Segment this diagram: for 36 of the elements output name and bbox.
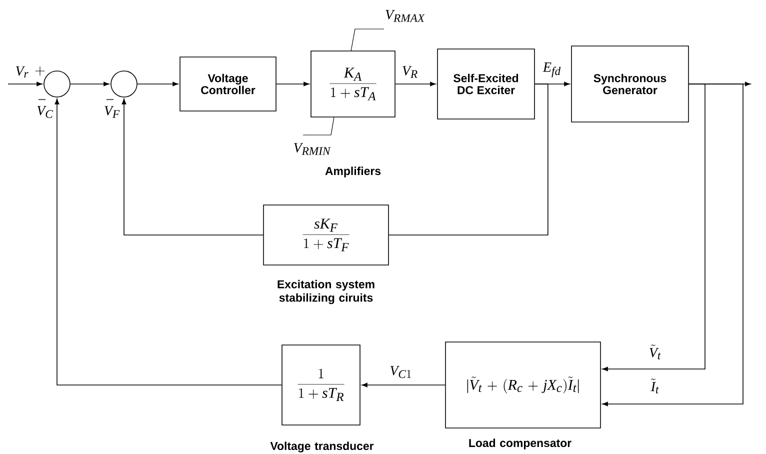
process-box: Self-Excited DC Exciter — [437, 48, 535, 120]
sum-junction — [110, 70, 138, 98]
transfer-function-box: $\frac{K_A}{1+sT_A}$ — [310, 50, 396, 118]
signal-label: $V_F$ — [104, 106, 120, 118]
block-caption: Excitation system stabilizing ciruits — [278, 280, 374, 304]
transfer-function-box: $\frac{1}{1+sT_R}$ — [282, 344, 360, 426]
arrow — [395, 82, 436, 86]
signal-label: $\tilde{V}_t$ — [650, 344, 661, 360]
transfer-function-box: $|\tilde{V}_t+(R_c+jX_c)\tilde{I}_t|$ — [445, 342, 601, 428]
sign-label: $+$ — [35, 66, 45, 76]
signal-label: $\tilde{I}_t$ — [650, 378, 659, 394]
transfer-function-box: $\frac{sK_F}{1+sT_F}$ — [263, 204, 389, 266]
arrow — [602, 84, 706, 372]
arrow — [602, 84, 744, 406]
limit-label: $V_{RMIN}$ — [294, 143, 331, 155]
sum-junction — [44, 70, 70, 98]
process-box: Voltage Controller — [180, 56, 276, 112]
arrow — [362, 382, 446, 388]
arrow — [137, 82, 178, 86]
block-caption: Voltage transducer — [270, 442, 374, 452]
signal-label: $V_R$ — [402, 66, 418, 78]
arrow — [54, 98, 282, 386]
signal-label: $V_{C1}$ — [390, 366, 411, 378]
arrow — [8, 82, 42, 86]
block-caption: Amplifiers — [325, 166, 381, 178]
arrow — [276, 82, 310, 86]
arrow — [70, 82, 110, 86]
block-caption: Load compensator — [469, 438, 572, 450]
signal-label: $V_C$ — [37, 106, 53, 118]
sign-label: $-$ — [106, 99, 114, 100]
arrow — [122, 98, 264, 236]
sign-label: $-$ — [38, 99, 46, 100]
process-box: Synchronous Generator — [571, 46, 689, 122]
signal-label: $E_{fd}$ — [542, 62, 561, 78]
limit-label: $V_{RMAX}$ — [386, 10, 425, 22]
signal-label: $V_r$ — [16, 66, 28, 78]
